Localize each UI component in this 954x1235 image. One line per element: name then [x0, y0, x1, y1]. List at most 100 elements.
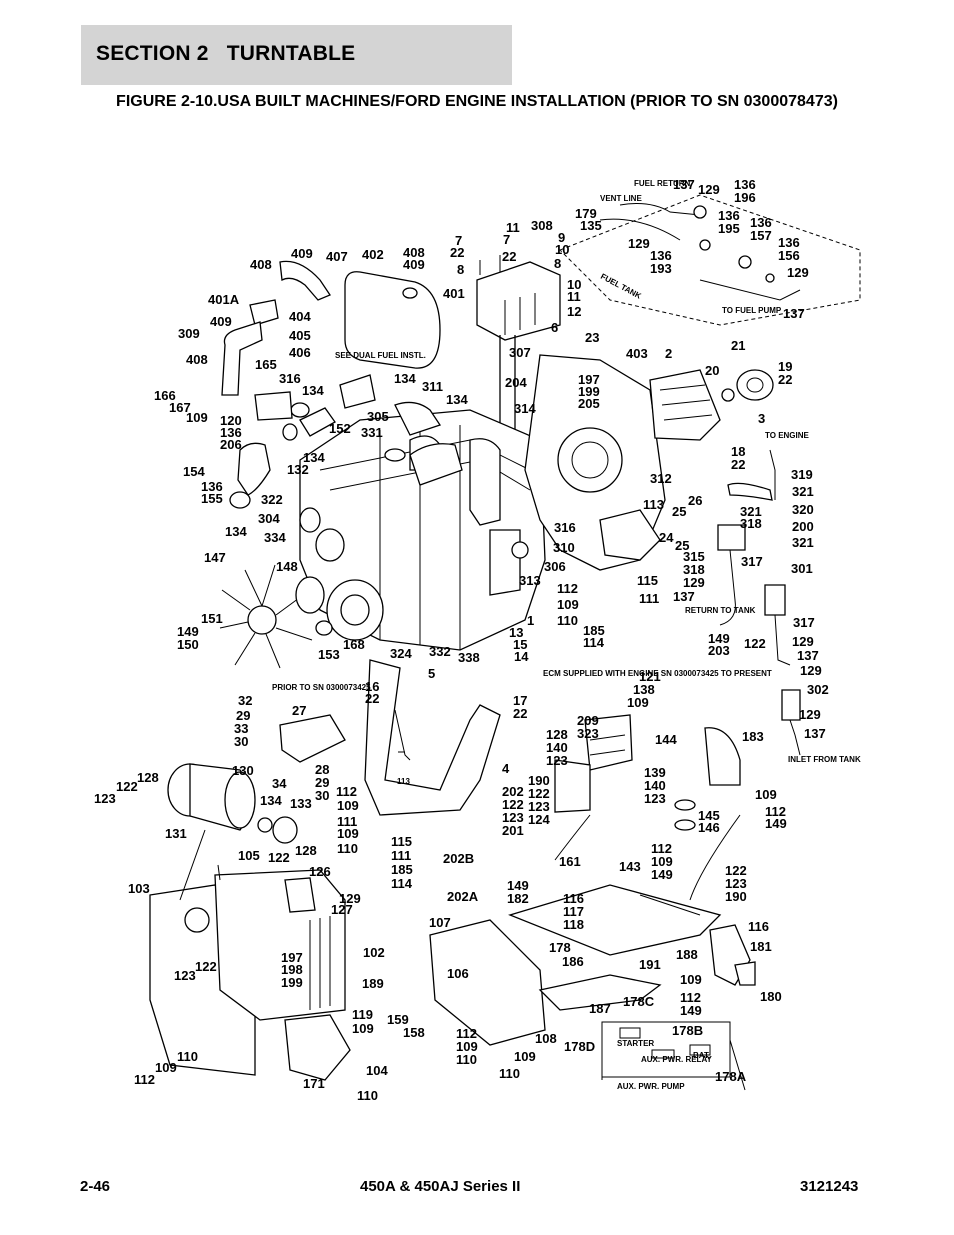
callout: 158	[403, 1025, 425, 1040]
callout: 147	[204, 550, 226, 565]
callout: 311	[422, 379, 443, 394]
callout: 149	[177, 624, 199, 639]
callout: 127	[331, 902, 353, 917]
note-to-engine: TO ENGINE	[765, 431, 810, 440]
callout: 206	[220, 437, 242, 452]
note-bat: BAT.	[693, 1051, 710, 1060]
callout: 109	[651, 854, 673, 869]
callout: 183	[742, 729, 764, 744]
callout: 122	[528, 786, 550, 801]
callout: 23	[585, 330, 599, 345]
callout: 20	[705, 363, 719, 378]
callout: 406	[289, 345, 311, 360]
callout: 112	[557, 581, 578, 596]
callout: 8	[457, 262, 464, 277]
callout: 168	[343, 637, 365, 652]
callout: 149	[651, 867, 673, 882]
callout: 316	[554, 520, 576, 535]
callout: 402	[362, 247, 384, 262]
callout: 409	[291, 246, 313, 261]
footer-model: 450A & 450AJ Series II	[360, 1178, 521, 1195]
callout: 131	[165, 826, 187, 841]
callout: 149	[708, 631, 730, 646]
callout: 112	[651, 841, 672, 856]
callout: 307	[509, 345, 531, 360]
callout: 151	[201, 611, 223, 626]
callout: 112	[680, 990, 701, 1005]
callout: 149	[507, 878, 529, 893]
callout: 120	[220, 413, 242, 428]
callout: 185	[391, 862, 413, 877]
callout: 321	[792, 535, 814, 550]
callout: 403	[626, 346, 648, 361]
callout: 10	[555, 242, 569, 257]
note-aux-pwr-relay: AUX. PWR. RELAY	[641, 1055, 712, 1064]
callout: 401A	[208, 292, 240, 307]
callout: 137	[804, 726, 826, 741]
callout: 159	[387, 1012, 409, 1027]
callout: 114	[391, 876, 413, 891]
callout: 140	[546, 740, 568, 755]
callout: 122	[502, 797, 524, 812]
callout: 203	[708, 643, 730, 658]
callout: 18	[731, 444, 745, 459]
callout: 21	[731, 338, 745, 353]
footer-doc-number: 3121243	[800, 1178, 859, 1195]
callout: 24	[659, 530, 674, 545]
callout: 135	[580, 218, 602, 233]
callout: 123	[528, 799, 550, 814]
callout: 137	[673, 589, 695, 604]
callout: 128	[137, 770, 159, 785]
callout: 11	[567, 289, 581, 304]
callout: 182	[507, 891, 529, 906]
callout: 129	[799, 707, 821, 722]
callout: 4	[502, 761, 510, 776]
callout: 22	[502, 249, 516, 264]
callout: 191	[639, 957, 661, 972]
callout: 134	[446, 392, 468, 407]
callout: 33	[234, 721, 248, 736]
callout: 122	[116, 779, 138, 794]
callout: 22	[778, 372, 792, 387]
callout: 136	[778, 235, 800, 250]
callout: 105	[238, 848, 260, 863]
callout: 6	[551, 320, 558, 335]
callout: 111	[337, 814, 357, 829]
callout: 129	[628, 236, 650, 251]
engine-block-drawing	[299, 409, 546, 651]
callout: 178B	[672, 1023, 703, 1038]
callout: 109	[155, 1060, 177, 1075]
figure-title: FIGURE 2-10.USA BUILT MACHINES/FORD ENGI…	[116, 93, 838, 110]
callout: 320	[792, 502, 814, 517]
radiator-drawing	[149, 869, 351, 1081]
callout: 126	[309, 864, 331, 879]
callout: 205	[578, 396, 600, 411]
callout: 129	[787, 265, 809, 280]
callout: 324	[390, 646, 412, 661]
callout: 22	[365, 691, 379, 706]
callout: 109	[352, 1021, 374, 1036]
callout: 110	[337, 841, 358, 856]
callout: 156	[778, 248, 800, 263]
callout: 110	[456, 1052, 477, 1067]
callout: 129	[339, 891, 361, 906]
callout: 134	[394, 371, 416, 386]
callout: 312	[650, 471, 672, 486]
callout: 12	[567, 304, 581, 319]
callout: 29	[236, 708, 250, 723]
note-inlet-from-tank: INLET FROM TANK	[788, 755, 861, 764]
callout: 401	[443, 286, 465, 301]
callout: 30	[234, 734, 248, 749]
callout: 34	[272, 776, 287, 791]
callout: 140	[644, 778, 666, 793]
callout: 128	[295, 843, 317, 858]
callout: 136	[650, 248, 672, 263]
callout: 123	[644, 791, 666, 806]
callout: 148	[276, 559, 298, 574]
callout: 306	[544, 559, 566, 574]
callout: 408	[403, 245, 425, 260]
leader-lines	[179, 751, 741, 901]
callout: 3	[758, 411, 765, 426]
callout: 199	[281, 975, 303, 990]
callout: 7	[455, 233, 462, 248]
